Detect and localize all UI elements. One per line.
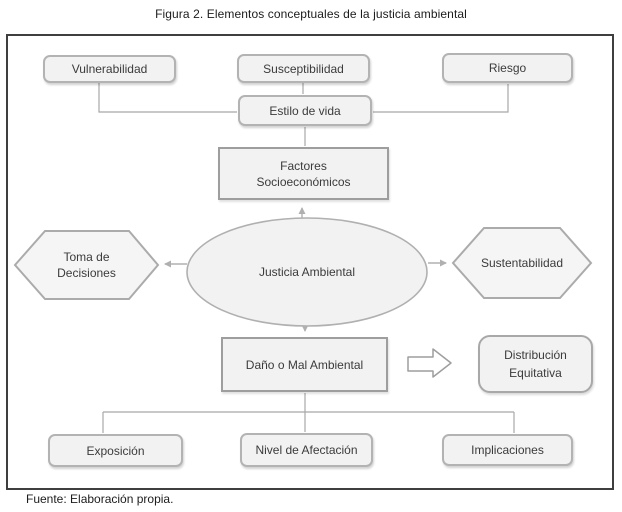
figure-source: Fuente: Elaboración propia.	[26, 492, 174, 506]
node-sustentabilidad: Sustentabilidad	[453, 228, 591, 298]
node-factores-socioeconomicos: Factores Socioeconómicos	[218, 147, 389, 200]
node-vulnerabilidad: Vulnerabilidad	[43, 55, 176, 83]
node-toma-de-decisiones: Toma de Decisiones	[15, 231, 158, 299]
justicia-ambiental-ellipse	[186, 217, 428, 327]
node-susceptibilidad: Susceptibilidad	[237, 54, 370, 83]
node-nivel-de-afectacion: Nivel de Afectación	[240, 433, 373, 467]
node-estilo-de-vida: Estilo de vida	[238, 95, 372, 126]
node-dano-label: Daño o Mal Ambiental	[245, 357, 364, 372]
toma-de-decisiones-hexagon	[13, 230, 160, 300]
node-vulnerabilidad-label: Vulnerabilidad	[71, 62, 148, 76]
sustentabilidad-hexagon	[451, 227, 593, 299]
node-toma-label-line2: Decisiones	[57, 266, 116, 280]
node-sustentabilidad-label: Sustentabilidad	[480, 256, 564, 270]
node-distribucion-equitativa: Distribución Equitativa	[478, 335, 593, 393]
block-arrow-icon	[407, 348, 452, 378]
figure-title: Figura 2. Elementos conceptuales de la j…	[155, 7, 467, 21]
node-factores-label-line2: Socioeconómicos	[256, 174, 351, 189]
node-distribucion-label-line1: Distribución	[504, 348, 567, 362]
node-implicaciones: Implicaciones	[442, 434, 573, 466]
node-susceptibilidad-label: Susceptibilidad	[263, 61, 344, 76]
node-dano-o-mal-ambiental: Daño o Mal Ambiental	[221, 337, 388, 392]
node-estilo-de-vida-label: Estilo de vida	[269, 103, 341, 118]
node-exposicion-label: Exposición	[86, 443, 145, 458]
node-distribucion-label-line2: Equitativa	[509, 366, 562, 380]
node-nivel-label: Nivel de Afectación	[255, 443, 358, 457]
node-justicia-ambiental: Justicia Ambiental	[187, 218, 427, 326]
node-riesgo-label: Riesgo	[488, 61, 527, 75]
node-implicaciones-label: Implicaciones	[471, 443, 544, 457]
arrow-connectors	[164, 207, 447, 332]
node-factores-label-line1: Factores	[280, 158, 327, 173]
node-toma-label-line1: Toma de	[63, 250, 110, 264]
node-justicia-ambiental-label: Justicia Ambiental	[258, 265, 356, 279]
node-exposicion: Exposición	[48, 434, 183, 467]
node-riesgo: Riesgo	[442, 53, 573, 83]
connector-lines	[98, 83, 515, 433]
